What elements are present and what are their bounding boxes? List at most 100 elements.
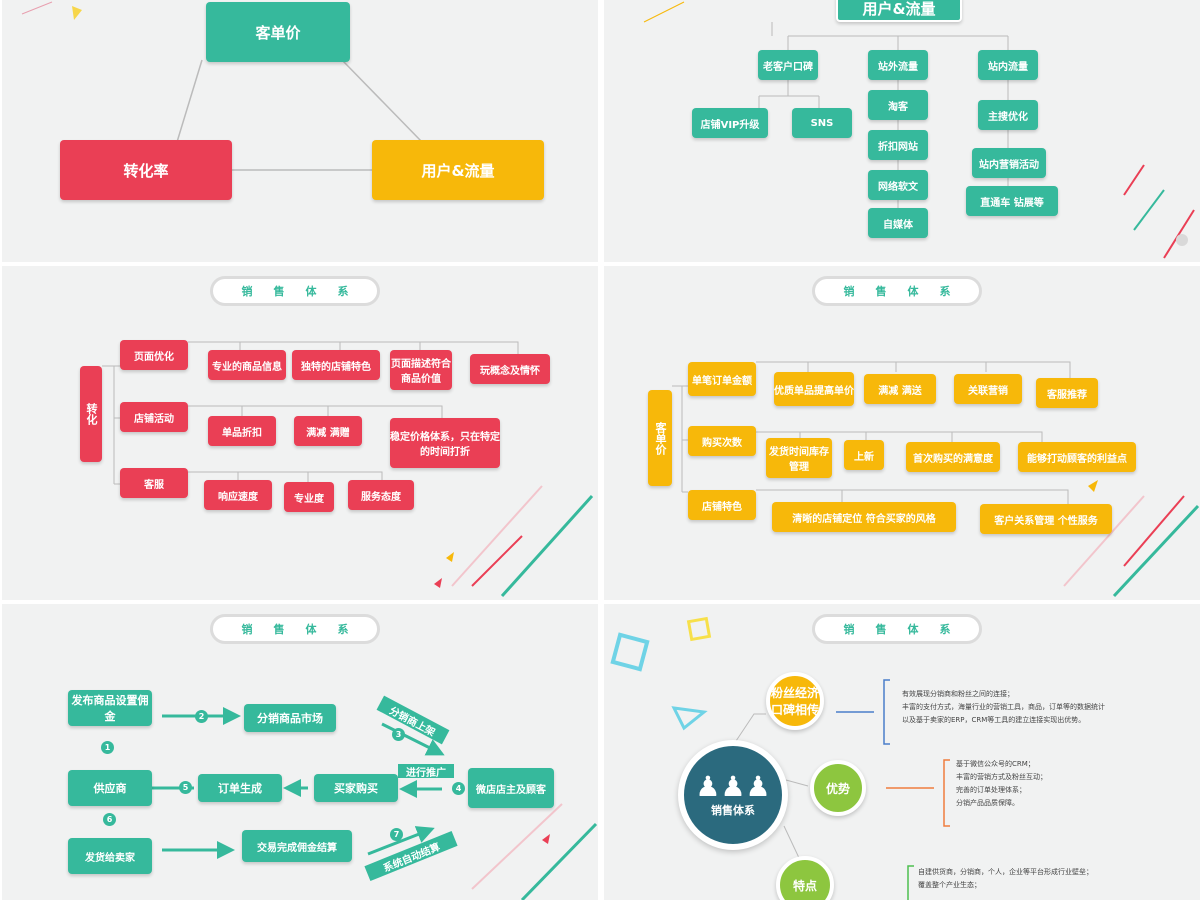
node-store-feature: 店铺特色 — [688, 490, 756, 520]
list-fan-economy: 有效展现分销商和粉丝之间的连接； 丰富的支付方式，海量行业的营销工具，商品，订单… — [902, 688, 1192, 727]
node-store-activity: 店铺活动 — [120, 402, 188, 432]
node-onsite-marketing: 站内营销活动 — [972, 148, 1046, 178]
node-full-reduction: 满减 满赠 — [294, 416, 362, 446]
bullet-text: 完善的订单处理体系； — [956, 786, 1026, 794]
step-number: 4 — [452, 782, 465, 795]
pill-char: 销 — [241, 623, 253, 636]
node-item-discount: 单品折扣 — [208, 416, 276, 446]
node-buyer-purchase: 买家购买 — [314, 774, 398, 802]
pill-char: 体 — [907, 623, 919, 636]
node-professional-info: 专业的商品信息 — [208, 350, 286, 380]
node-order-amount: 单笔订单金额 — [688, 362, 756, 396]
list-features: 自建供货商，分销商，个人，企业等平台形成行业壁垒； 覆盖整个产业生态； — [918, 866, 1194, 892]
people-icon: ♟♟♟ — [695, 770, 771, 803]
node-publish-commission: 发布商品设置佣金 — [68, 690, 152, 726]
bullet-text: 基于微信公众号的CRM； — [956, 760, 1035, 768]
step-number: 1 — [101, 741, 114, 754]
pill-char: 体 — [305, 285, 317, 298]
bullet-text: 丰富的营销方式及粉丝互动； — [956, 773, 1047, 781]
node-sns: SNS — [792, 108, 852, 138]
node-supplier: 供应商 — [68, 770, 152, 806]
node-professionalism: 专业度 — [284, 482, 334, 512]
node-new-arrivals: 上新 — [844, 440, 884, 470]
slide-sales-system-flow[interactable]: 销售体系 发布商品设置佣金 2 分销商品市场 分销商上架 3 1 进行推广 微店… — [2, 604, 598, 900]
node-soft-articles: 网络软文 — [868, 170, 928, 200]
node-external-traffic: 站外流量 — [868, 50, 928, 80]
slide-sales-system-conversion[interactable]: 销售体系 转化 页面优化 专业的商品信息 独特的店铺特色 页面描述符合商品价值 … — [2, 266, 598, 600]
node-response-speed: 响应速度 — [204, 480, 272, 510]
node-related-marketing: 关联营销 — [954, 374, 1022, 404]
node-discount-sites: 折扣网站 — [868, 130, 928, 160]
node-conversion-root: 转化 — [80, 366, 102, 462]
center-label: 销售体系 — [711, 804, 755, 817]
triangle-lines — [21, 1, 423, 171]
pill-char: 售 — [875, 285, 887, 298]
center-sales-system: ♟♟♟ 销售体系 — [678, 740, 788, 850]
pill-char: 销 — [843, 623, 855, 636]
step-number: 2 — [195, 710, 208, 723]
pill-char: 售 — [875, 623, 887, 636]
node-taoke: 淘客 — [868, 90, 928, 120]
pill-char: 售 — [273, 623, 285, 636]
pill-char: 系 — [337, 623, 349, 636]
node-benefit-point: 能够打动顾客的利益点 — [1018, 442, 1136, 472]
node-full-gift: 满减 满送 — [864, 374, 936, 404]
node-page-optimization: 页面优化 — [120, 340, 188, 370]
node-service-attitude: 服务态度 — [348, 480, 414, 510]
node-order-generated: 订单生成 — [198, 774, 282, 802]
node-advantages: 优势 — [810, 760, 866, 816]
node-avg-order-value: 客单价 — [206, 2, 350, 62]
step-number: 6 — [103, 813, 116, 826]
pill-char: 系 — [337, 285, 349, 298]
node-features: 特点 — [776, 856, 834, 900]
node-settlement: 交易完成佣金结算 — [242, 830, 352, 862]
title-users-traffic: 用户&流量 — [836, 0, 962, 22]
pill-char: 系 — [939, 285, 951, 298]
pill-char: 销 — [241, 285, 253, 298]
node-concept-sentiment: 玩概念及情怀 — [470, 354, 550, 384]
node-fan-economy: 粉丝经济口碑相传 — [766, 672, 824, 730]
bullet-text: 有效展现分销商和粉丝之间的连接； — [902, 690, 1014, 698]
slide-users-traffic[interactable]: 用户&流量 老客户口碑 店铺VIP升级 SNS 站外流量 淘客 折扣网站 网络软… — [604, 0, 1200, 262]
node-conversion-rate: 转化率 — [60, 140, 232, 200]
step-number: 3 — [392, 728, 405, 741]
node-first-purchase: 首次购买的满意度 — [906, 442, 1000, 472]
pill-char: 销 — [843, 285, 855, 298]
node-ship-to-seller: 发货给卖家 — [68, 838, 152, 874]
slide-conversion-triangle[interactable]: 客单价 转化率 用户&流量 — [2, 0, 598, 262]
tree-lines — [102, 341, 594, 598]
node-customer-service: 客服 — [120, 468, 188, 498]
node-avg-order-root: 客单价 — [648, 390, 672, 486]
node-quality-item: 优质单品提高单价 — [774, 372, 854, 406]
node-old-customers: 老客户口碑 — [758, 50, 818, 80]
band-promotion: 进行推广 — [398, 764, 454, 779]
node-stable-price: 稳定价格体系，只在特定的时间打折 — [390, 418, 500, 468]
node-page-description: 页面描述符合商品价值 — [390, 350, 452, 390]
pill-char: 系 — [939, 623, 951, 636]
pill-char: 售 — [273, 285, 285, 298]
pill-char: 体 — [305, 623, 317, 636]
bullet-text: 自建供货商，分销商，个人，企业等平台形成行业壁垒； — [918, 868, 1093, 876]
node-microshop-owner: 微店店主及顾客 — [468, 768, 554, 808]
step-number: 7 — [390, 828, 403, 841]
node-vip-upgrade: 店铺VIP升级 — [692, 108, 768, 138]
node-self-media: 自媒体 — [868, 208, 928, 238]
tree-lines — [672, 361, 1200, 598]
overview-lines — [610, 616, 950, 900]
slide-sales-system-avg-order[interactable]: 销 售 体 系 客单价 单笔订单金额 优质单品提高单价 满减 满送 关联营销 客服推荐… — [604, 266, 1200, 600]
list-advantages: 基于微信公众号的CRM； 丰富的营销方式及粉丝互动； 完善的订单处理体系； 分销… — [956, 758, 1186, 810]
pill-title: 销售体系 — [812, 614, 982, 644]
slide-sales-system-overview[interactable]: 销售体系 ♟♟♟ 销售体系 粉丝经济口碑相传 优势 特点 有效展现分销商和粉丝之… — [604, 604, 1200, 900]
pill-char: 体 — [907, 285, 919, 298]
node-distribution-market: 分销商品市场 — [244, 704, 336, 732]
node-service-recommend: 客服推荐 — [1036, 378, 1098, 408]
node-users-traffic: 用户&流量 — [372, 140, 544, 200]
node-unique-store: 独特的店铺特色 — [292, 350, 380, 380]
bullet-text: 丰富的支付方式，海量行业的营销工具，商品，订单等的数据统计 — [902, 703, 1105, 711]
node-purchase-count: 购买次数 — [688, 426, 756, 456]
node-internal-traffic: 站内流量 — [978, 50, 1038, 80]
step-number: 5 — [179, 781, 192, 794]
pill-title: 销售体系 — [210, 614, 380, 644]
bullet-text: 以及基于卖家的ERP，CRM等工具的建立连接实现出优势。 — [902, 716, 1086, 724]
node-search-optimization: 主搜优化 — [978, 100, 1038, 130]
